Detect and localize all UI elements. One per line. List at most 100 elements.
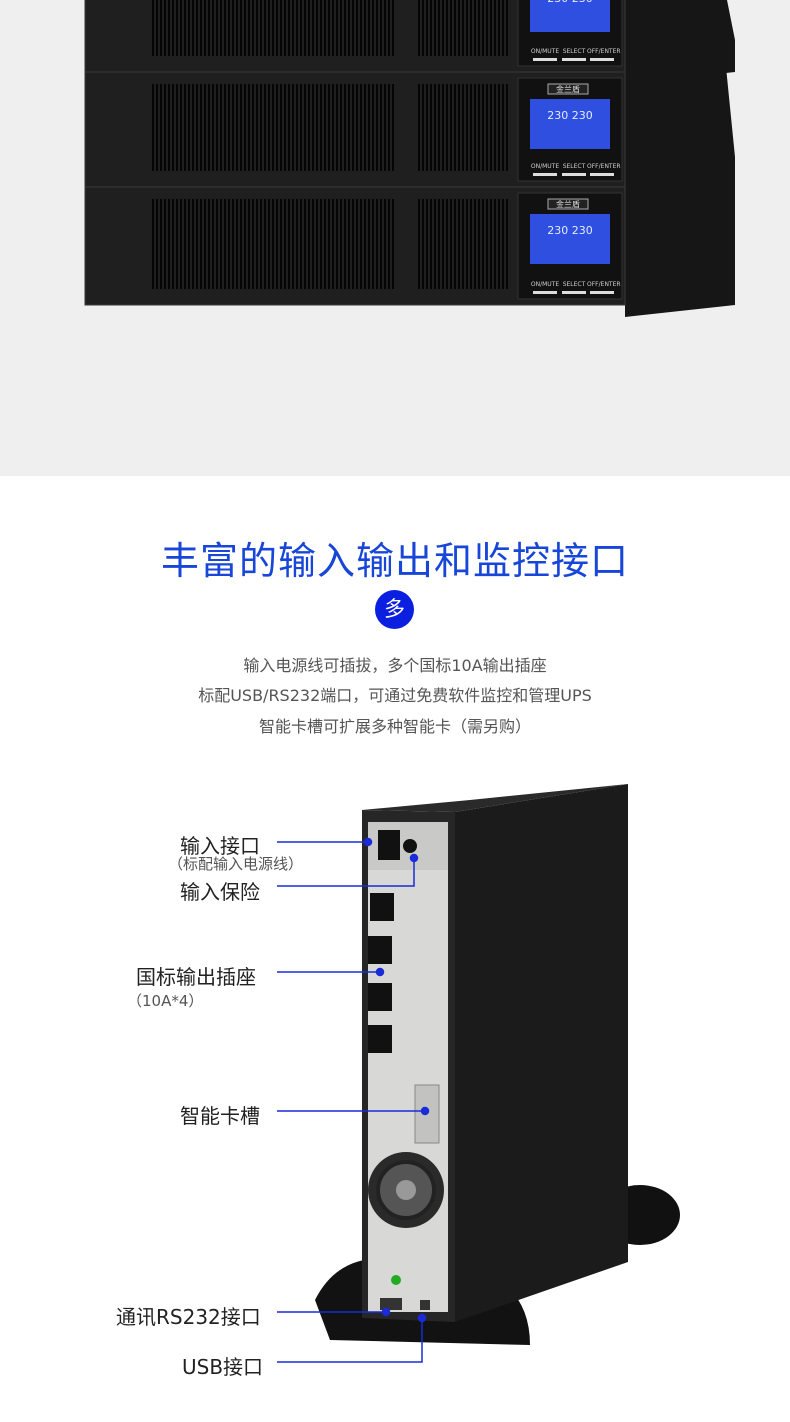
vent-slot xyxy=(490,0,492,56)
vent-slot xyxy=(380,84,382,171)
vent-slot xyxy=(430,84,432,171)
vent-slot xyxy=(502,84,504,171)
vent-slot xyxy=(176,84,178,171)
vent-slot xyxy=(388,0,390,56)
panel-button xyxy=(590,58,614,61)
vent-slot xyxy=(340,199,342,289)
vent-slot xyxy=(462,84,464,171)
vent-slot xyxy=(212,199,214,289)
vent-slot xyxy=(152,0,154,56)
vent-slot xyxy=(332,199,334,289)
vent-slot xyxy=(348,199,350,289)
vent-slot xyxy=(486,84,488,171)
vent-slot xyxy=(494,199,496,289)
brand-logo xyxy=(547,83,589,95)
vent-slot xyxy=(196,0,198,56)
vent-slot xyxy=(212,0,214,56)
vent-slot xyxy=(368,0,370,56)
section-heading: 丰富的输入输出和监控接口 xyxy=(160,539,629,583)
vent-slot xyxy=(272,84,274,171)
vent-slot xyxy=(180,84,182,171)
vent-slot xyxy=(228,0,230,56)
lcd-screen xyxy=(530,99,610,149)
vent-slot xyxy=(156,199,158,289)
brand-logo-text: 金兰盾 xyxy=(556,199,580,209)
vent-slot xyxy=(156,84,158,171)
vent-slot xyxy=(498,84,500,171)
vent-slot xyxy=(418,84,420,171)
badge: 多 xyxy=(375,590,414,629)
vent-slot xyxy=(216,84,218,171)
vent-slot xyxy=(434,84,436,171)
vent-slot xyxy=(434,0,436,56)
brand-logo xyxy=(547,198,589,210)
vent-slot xyxy=(248,84,250,171)
vent-slot xyxy=(172,199,174,289)
lcd-screen xyxy=(530,0,610,32)
vent-slot xyxy=(466,0,468,56)
vent-slot xyxy=(164,84,166,171)
vent-slot xyxy=(474,84,476,171)
vent-slot xyxy=(192,84,194,171)
off-enter-button-label: OFF/ENTER xyxy=(587,48,621,55)
callout-input-port: 输入接口 xyxy=(180,834,260,858)
vent-slot xyxy=(276,0,278,56)
vent-slot xyxy=(340,0,342,56)
vent-slot xyxy=(352,84,354,171)
vent-slot xyxy=(304,199,306,289)
vent-slot xyxy=(312,0,314,56)
vent-slot xyxy=(360,199,362,289)
vent-slot xyxy=(196,199,198,289)
vent-slot xyxy=(200,0,202,56)
description-line-2: 标配USB/RS232端口，可通过免费软件监控和管理UPS xyxy=(198,686,592,705)
vent-slot xyxy=(188,84,190,171)
vent-slot xyxy=(192,199,194,289)
vent-slot xyxy=(438,84,440,171)
vent-slot xyxy=(324,84,326,171)
panel-button xyxy=(533,58,557,61)
callout-usb: USB接口 xyxy=(182,1355,264,1379)
vent-slot xyxy=(348,0,350,56)
vent-slot xyxy=(168,199,170,289)
vent-slot xyxy=(176,199,178,289)
vent-slot xyxy=(454,0,456,56)
vent-slot xyxy=(364,0,366,56)
vent-slot xyxy=(384,0,386,56)
vent-slot xyxy=(446,199,448,289)
vent-slot xyxy=(288,84,290,171)
vent-slot xyxy=(204,0,206,56)
vent-slot xyxy=(494,84,496,171)
vent-slot xyxy=(470,0,472,56)
vent-slot xyxy=(184,0,186,56)
vent-slot xyxy=(430,0,432,56)
vent-slot xyxy=(204,199,206,289)
vent-slot xyxy=(276,199,278,289)
vent-slot xyxy=(356,199,358,289)
vent-slot xyxy=(312,199,314,289)
vent-slot xyxy=(280,0,282,56)
vent-slot xyxy=(220,84,222,171)
vent-slot xyxy=(268,0,270,56)
vent-slot xyxy=(256,0,258,56)
vent-slot xyxy=(470,199,472,289)
vent-slot xyxy=(168,84,170,171)
vent-slot xyxy=(188,199,190,289)
vent-slot xyxy=(208,0,210,56)
vent-slot xyxy=(368,84,370,171)
vent-slot xyxy=(284,199,286,289)
vent-slot xyxy=(196,84,198,171)
on-mute-button-label: ON/MUTE xyxy=(530,281,560,288)
vent-slot xyxy=(490,199,492,289)
vent-slot xyxy=(180,0,182,56)
vent-slot xyxy=(216,199,218,289)
vent-slot xyxy=(482,199,484,289)
vent-slot xyxy=(344,0,346,56)
callout-rs232: 通讯RS232接口 xyxy=(116,1305,261,1329)
vent-slot xyxy=(232,84,234,171)
select-button-label: SELECT xyxy=(562,163,586,170)
vent-slot xyxy=(482,84,484,171)
vent-slot xyxy=(506,0,508,56)
vent-slot xyxy=(276,84,278,171)
rack-unit-side xyxy=(625,172,735,317)
